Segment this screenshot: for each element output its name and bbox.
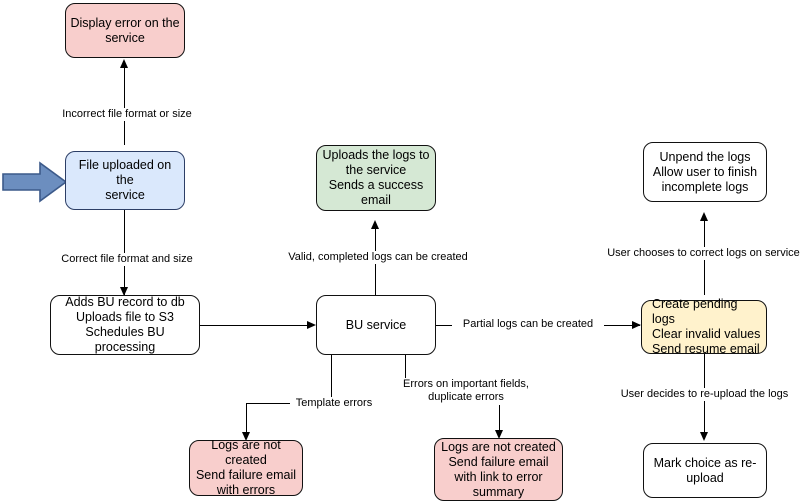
node-logs-not-created-errors-label: Logs are not created Send failure email … [441, 439, 556, 499]
node-file-uploaded[interactable]: File uploaded on the service [65, 151, 185, 210]
node-create-pending-logs-label: Create pending logs Clear invalid values… [652, 297, 761, 356]
node-uploads-logs[interactable]: Uploads the logs to the service Sends a … [316, 145, 436, 211]
node-display-error-label: Display error on the service [70, 15, 180, 45]
node-uploads-logs-label: Uploads the logs to the service Sends a … [322, 148, 430, 207]
arrowhead-up-display-error [120, 59, 128, 68]
node-mark-choice[interactable]: Mark choice as re- upload [643, 443, 767, 498]
edge-upload-to-error [124, 67, 125, 145]
arrowhead-down-template-errors [242, 432, 250, 441]
edge-label-partial-logs: Partial logs can be created [452, 318, 604, 331]
arrowhead-up-unpend-logs [700, 212, 708, 221]
edge-bu-to-template-v1 [331, 355, 332, 403]
edge-label-incorrect-format: Incorrect file format or size [52, 108, 202, 121]
node-file-uploaded-label: File uploaded on the service [78, 158, 172, 202]
entry-arrow-icon [2, 160, 68, 209]
arrowhead-down-mark-choice [700, 432, 708, 441]
node-adds-bu-record-label: Adds BU record to db Uploads file to S3 … [65, 295, 185, 354]
edge-label-correct-format: Correct file format and size [52, 253, 202, 266]
node-create-pending-logs[interactable]: Create pending logs Clear invalid values… [641, 297, 767, 356]
edge-label-user-corrects: User chooses to correct logs on service [602, 247, 801, 260]
edge-label-valid-completed: Valid, completed logs can be created [281, 251, 475, 264]
arrowhead-up-uploads-logs [371, 220, 379, 229]
edge-label-template-errors: Template errors [290, 397, 378, 410]
node-bu-service-label: BU service [345, 317, 407, 332]
arrowhead-right-bu-service [307, 320, 316, 329]
node-logs-not-created-errors[interactable]: Logs are not created Send failure email … [434, 438, 563, 501]
edge-upload-to-adds [124, 210, 125, 295]
node-mark-choice-label: Mark choice as re- upload [653, 455, 757, 485]
arrowhead-down-adds-bu [120, 287, 128, 296]
edge-bu-to-template-v2 [246, 403, 247, 436]
node-unpend-logs-label: Unpend the logs Allow user to finish inc… [652, 149, 758, 194]
node-logs-not-created-template[interactable]: Logs are not created Send failure email … [189, 438, 303, 497]
edge-label-user-reupload: User decides to re-upload the logs [610, 388, 799, 401]
edge-adds-to-bu-service [200, 325, 307, 326]
node-display-error[interactable]: Display error on the service [65, 3, 185, 58]
node-bu-service[interactable]: BU service [316, 295, 436, 355]
node-logs-not-created-template-label: Logs are not created Send failure email … [195, 438, 297, 497]
edge-bu-to-template-h [246, 403, 332, 404]
edge-label-errors-important: Errors on important fields, duplicate er… [392, 378, 540, 404]
arrowhead-down-errors-summary [495, 430, 503, 439]
arrowhead-right-create-pending [632, 320, 641, 329]
node-unpend-logs[interactable]: Unpend the logs Allow user to finish inc… [643, 142, 767, 202]
edge-bu-to-errors-v2 [499, 405, 500, 433]
edge-bu-to-errors-v1 [405, 355, 406, 379]
node-adds-bu-record[interactable]: Adds BU record to db Uploads file to S3 … [50, 295, 200, 355]
